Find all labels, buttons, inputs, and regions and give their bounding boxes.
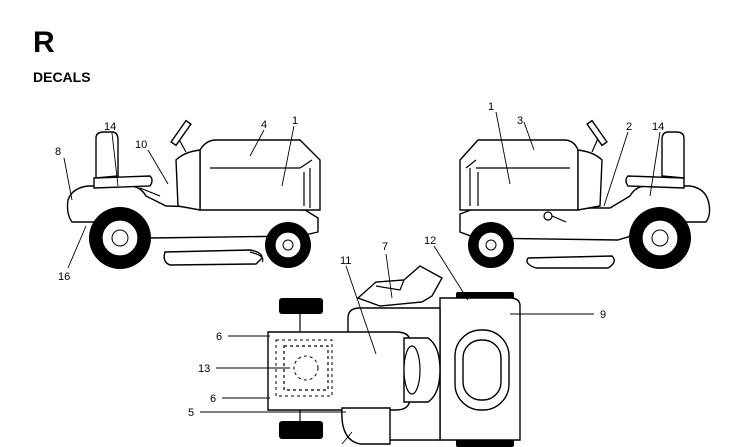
- callout-label: 6: [210, 393, 216, 405]
- callout-label: 13: [198, 363, 210, 375]
- top-view-callouts: 7 11 12 9 6 13 6 5: [188, 235, 606, 419]
- callout-label: 4: [261, 119, 267, 131]
- mower-side-view-left: [63, 119, 321, 269]
- callout-label: 5: [188, 407, 194, 419]
- section-title: DECALS: [33, 69, 91, 85]
- callout-label: 14: [652, 121, 664, 133]
- section-letter: R: [33, 26, 55, 59]
- right-view-callouts: 1 3 2 14: [488, 101, 664, 133]
- callout-label: 6: [216, 331, 222, 343]
- callout-label: 14: [104, 121, 116, 133]
- callout-label: 2: [626, 121, 632, 133]
- callout-label: 8: [55, 146, 61, 158]
- callout-label: 16: [58, 271, 70, 283]
- callout-label: 9: [600, 309, 606, 321]
- callout-label: 11: [340, 255, 351, 267]
- mower-top-view: [200, 245, 594, 447]
- callout-label: 7: [382, 241, 388, 253]
- callout-label: 3: [517, 115, 523, 127]
- callout-label: 10: [135, 139, 147, 151]
- callout-label: 12: [424, 235, 436, 247]
- callout-label: 1: [292, 115, 298, 127]
- callout-label: 1: [488, 101, 494, 113]
- mower-side-view-right: [459, 111, 711, 269]
- left-view-callouts: 14 8 10 4 1 16: [55, 115, 298, 283]
